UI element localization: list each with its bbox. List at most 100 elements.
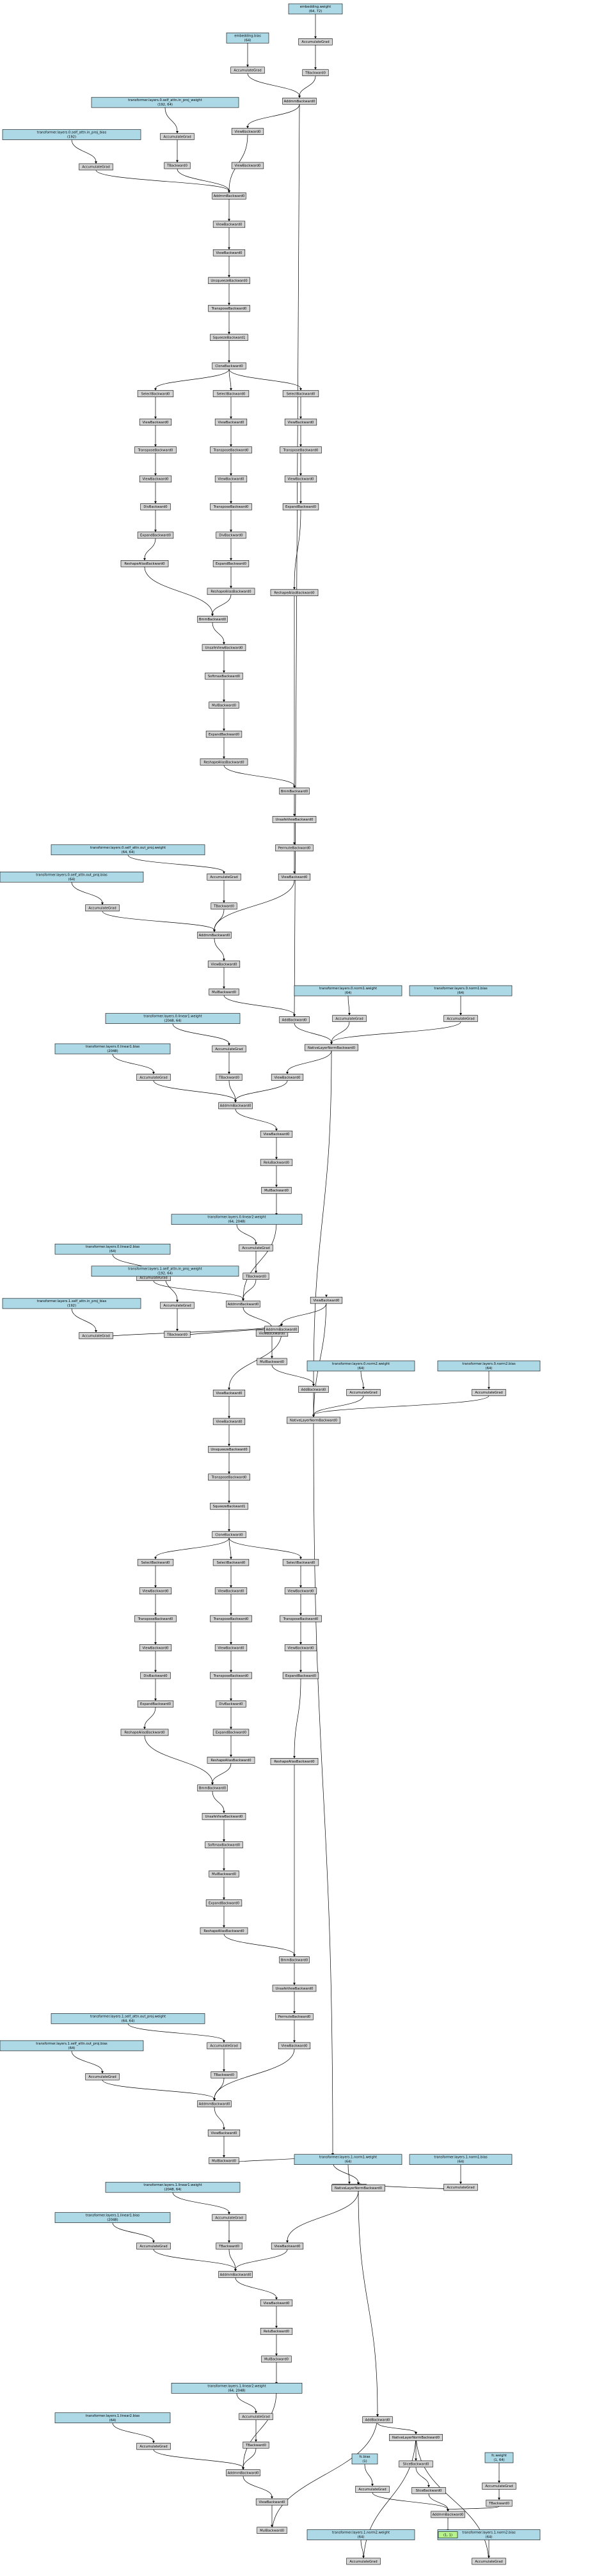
arrowhead xyxy=(223,1925,225,1928)
node-label: (64) xyxy=(244,38,251,42)
parameter-node-p1-outw: transformer.layers.1.self_attn.out_proj.… xyxy=(51,2013,205,2024)
arrowhead xyxy=(223,2127,225,2130)
op-node-t-fc: TBackward0 xyxy=(486,2499,513,2507)
node-box xyxy=(197,2100,232,2108)
op-node-l0-uv2: UnsafeViewBackward0 xyxy=(272,816,317,823)
node-box xyxy=(140,503,171,510)
node-label: (1) xyxy=(362,2460,367,2463)
arrowhead xyxy=(246,126,249,129)
node-box xyxy=(278,874,311,881)
arrowhead xyxy=(362,1386,365,1390)
op-node-l1-v-exp: ExpandBackward0 xyxy=(282,1672,319,1679)
arrowhead xyxy=(230,1585,232,1588)
arrowhead xyxy=(228,1529,230,1532)
parameter-node-p1-l2b: transformer.layers.1.linear2.bias(64) xyxy=(54,2412,171,2424)
node-label: ViewBackward0 xyxy=(259,1331,285,1335)
parameter-node-p0-inw: transformer.layers.0.self_attn.in_proj_w… xyxy=(91,97,239,108)
node-label: PermuteBackward0 xyxy=(278,2015,310,2019)
node-label: TransposeBackward0 xyxy=(213,1674,249,1678)
node-box xyxy=(437,2529,541,2540)
edge-l0-v-exp-to-l0-v-rv xyxy=(294,510,301,588)
node-box xyxy=(482,2483,516,2490)
edge-p0-inw-to-l0-acc-inw xyxy=(164,107,178,132)
node-label: AddmmBackward0 xyxy=(433,2513,464,2517)
node-label: transformer.layers.0.norm1.weight xyxy=(319,987,377,991)
op-node-l0-view-l1: ViewBackward0 xyxy=(271,1074,304,1081)
node-label: ReshapeAliasBackward0 xyxy=(274,1760,314,1764)
edge-p1-n1w-to-l1-acc-n1w xyxy=(347,2164,350,2183)
op-node-l0-v-view2: ViewBackward0 xyxy=(284,475,317,483)
arrowhead xyxy=(223,986,225,989)
arrowhead xyxy=(275,1128,278,1131)
arrowhead xyxy=(330,1042,333,1045)
arrowhead xyxy=(255,1242,257,1245)
op-node-l1-v2: ViewBackward0 xyxy=(212,1418,246,1425)
op-node-l0-addmm-out: AddmmBackward0 xyxy=(197,931,232,939)
node-box xyxy=(218,1102,253,1110)
op-node-l0-k-tr2: TransposeBackward0 xyxy=(210,503,252,510)
edge-p1-outw-to-l1-acc-outw xyxy=(127,2023,225,2041)
op-node-l0-k-view2: ViewBackward0 xyxy=(214,475,248,483)
op-node-l0-rv2: ReshapeAliasBackward0 xyxy=(200,758,248,766)
edge-p0-l2w-to-l0-acc-l2w xyxy=(236,1224,257,1243)
node-label: (64) xyxy=(109,1250,116,1253)
edge-l0-chunk-to-l0-sel2 xyxy=(228,368,301,389)
edge-l0-t-in-to-l0-addmm-in xyxy=(177,168,230,191)
node-label: (64) xyxy=(358,1367,365,1370)
edge-l0-t-out-to-l0-addmm-out xyxy=(214,909,225,931)
node-label: DivBackward0 xyxy=(143,505,167,509)
node-box xyxy=(484,2452,514,2463)
node-label: AccumulateGrad xyxy=(88,2075,116,2079)
arrowhead xyxy=(376,2414,379,2417)
op-node-l1-acc-outb: AccumulateGrad xyxy=(85,2073,120,2080)
op-node-addmm-emb: AddmmBackward0 xyxy=(282,97,317,105)
node-label: ViewBackward0 xyxy=(282,2045,308,2048)
node-label: AddBackward0 xyxy=(282,1018,307,1022)
op-node-l1-unsq: UnsqueezeBackward0 xyxy=(208,1446,250,1453)
node-label: ViewBackward0 xyxy=(143,1589,169,1593)
node-box xyxy=(294,2154,402,2165)
op-node-l1-sel2: SelectBackward0 xyxy=(282,1559,319,1566)
edge-l1-view-out-to-l1-addmm-out xyxy=(214,2048,295,2099)
node-label: ReshapeAliasBackward0 xyxy=(274,592,314,595)
parameter-node-p0-n2w: transformer.layers.0.norm2.weight(64) xyxy=(306,1360,415,1372)
node-box xyxy=(282,1559,319,1566)
arrowhead xyxy=(230,1754,232,1757)
node-label: (64, 72) xyxy=(309,10,322,13)
arrowhead xyxy=(228,332,230,334)
node-box xyxy=(85,904,120,912)
arrowhead xyxy=(293,785,296,788)
arrowhead xyxy=(348,2181,351,2185)
node-label: AccumulateGrad xyxy=(82,1334,109,1338)
parameter-node-b-emb: embedding.bias(64) xyxy=(226,33,269,43)
parameter-node-p0-l2w: transformer.layers.0.linear2.weight(64, … xyxy=(171,1214,303,1225)
node-label: SelectBackward0 xyxy=(141,392,170,396)
node-label: transformer.layers.1.linear2.bias xyxy=(86,2414,140,2418)
node-label: DivBackward0 xyxy=(143,1674,167,1678)
node-label: AccumulateGrad xyxy=(163,135,191,139)
edge-p1-l2w-to-l1-acc-l2w xyxy=(236,2393,257,2412)
node-label: AccumulateGrad xyxy=(447,2186,474,2190)
op-node-l1-acc-l2b: AccumulateGrad xyxy=(136,2442,171,2450)
arrowhead xyxy=(447,2509,449,2511)
arrowhead xyxy=(223,900,225,903)
node-box xyxy=(287,1417,340,1424)
node-box xyxy=(216,1700,246,1708)
node-box xyxy=(279,1016,310,1023)
edge-l0-acc-n2b-to-l0-ln2 xyxy=(313,1395,490,1416)
op-node-acc-fcb: AccumulateGrad xyxy=(355,2486,390,2493)
node-box xyxy=(208,1446,250,1453)
arrowhead xyxy=(230,1613,232,1616)
arrowhead xyxy=(228,247,230,250)
edge-sel-last2-to-addmm-fc xyxy=(428,2494,449,2509)
node-box xyxy=(294,985,402,996)
op-node-l1-t-l2: TBackward0 xyxy=(243,2441,269,2449)
arrowhead xyxy=(154,530,157,532)
edge-l1-addmm-l2-to-l1-v-l2 xyxy=(243,2476,273,2497)
node-label: AddmmBackward0 xyxy=(199,2103,230,2107)
node-label: (2048, 64) xyxy=(164,2188,181,2192)
op-node-l0-t-out: TBackward0 xyxy=(211,902,237,910)
node-box xyxy=(282,97,317,105)
arrowhead xyxy=(223,700,225,702)
node-label: MulBackward0 xyxy=(264,1189,289,1193)
